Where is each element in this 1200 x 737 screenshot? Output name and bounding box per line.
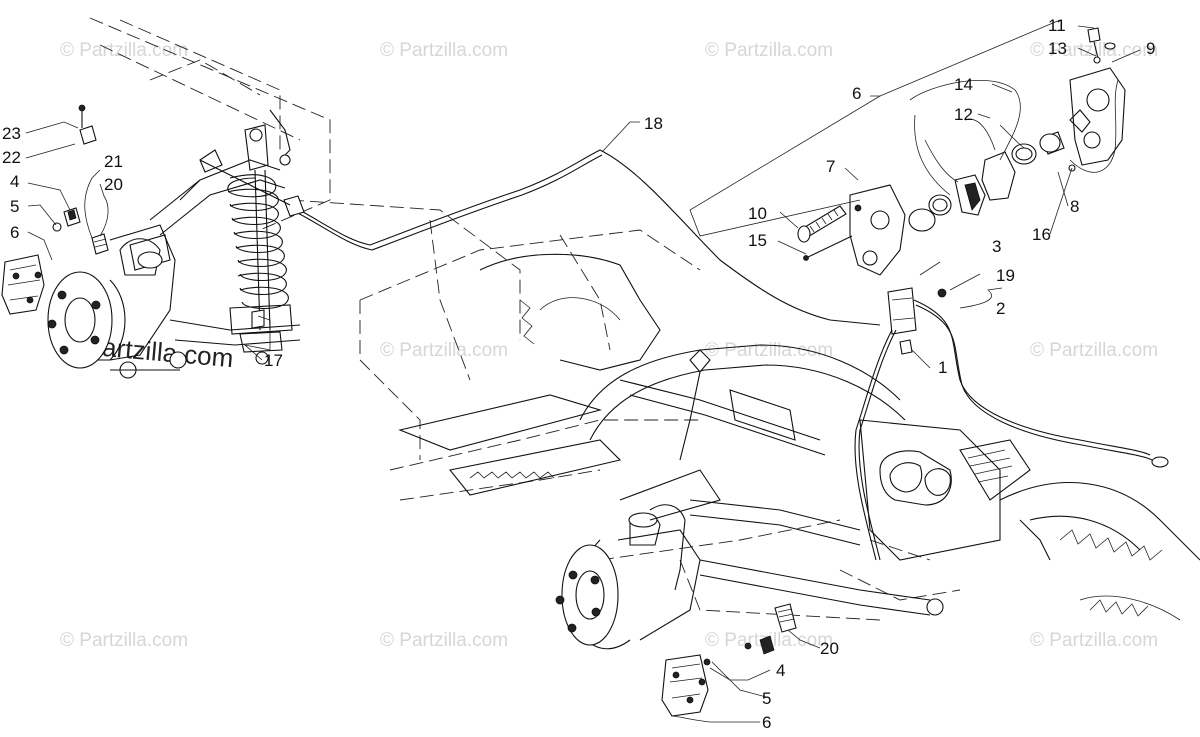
callout-21: 21 <box>104 152 123 171</box>
callout-20-left: 20 <box>104 175 123 194</box>
watermark: © Partzilla.com <box>705 40 833 61</box>
left-caliper-parts <box>1 104 265 329</box>
watermark: © Partzilla.com <box>705 340 833 361</box>
watermark: © Partzilla.com <box>60 40 188 61</box>
front-brake-caliper-lower <box>661 654 709 717</box>
callout-14: 14 <box>954 75 973 94</box>
callout-4-lower: 4 <box>776 661 785 680</box>
callout-5-lower: 5 <box>762 689 771 708</box>
watermark: © Partzilla.com <box>380 630 508 651</box>
callout-20-lower: 20 <box>820 639 839 658</box>
callout-9: 9 <box>1146 39 1155 58</box>
callout-3: 3 <box>992 237 1001 256</box>
caliper-exploded-view <box>797 27 1126 276</box>
callout-11: 11 <box>1048 16 1066 35</box>
junction-block <box>854 287 1169 561</box>
brake-line <box>199 149 881 326</box>
atv-body <box>398 253 1200 621</box>
callout-10: 10 <box>748 204 767 223</box>
coil-shock <box>227 109 293 365</box>
callout-22: 22 <box>2 148 21 167</box>
front-hub-assembly <box>555 349 721 650</box>
callout-8: 8 <box>1070 197 1079 216</box>
left-hub-assembly <box>47 149 301 379</box>
callout-19: 19 <box>996 266 1015 285</box>
callout-6-lower: 6 <box>762 713 771 732</box>
callout-4-left: 4 <box>10 172 19 191</box>
callout-7: 7 <box>826 157 835 176</box>
callout-18: 18 <box>644 114 663 133</box>
watermark: © Partzilla.com <box>1030 340 1158 361</box>
watermark: © Partzilla.com <box>380 40 508 61</box>
callout-13: 13 <box>1048 39 1067 58</box>
callout-16: 16 <box>1032 225 1051 244</box>
watermark-group: © Partzilla.com © Partzilla.com © Partzi… <box>57 40 1158 651</box>
watermark: © Partzilla.com <box>380 340 508 361</box>
callout-17: 17 <box>264 351 283 370</box>
callout-2: 2 <box>996 299 1005 318</box>
watermark: © Partzilla.com <box>60 630 188 651</box>
callout-1: 1 <box>938 358 947 377</box>
callout-15: 15 <box>748 231 767 250</box>
lower-bolts <box>703 603 797 666</box>
callout-labels: 1 2 3 4 4 5 5 6 6 6 7 8 9 10 11 12 13 14… <box>2 16 1155 732</box>
atv-frame-outline <box>89 17 961 621</box>
leader-lines <box>25 19 1141 723</box>
callout-6-left: 6 <box>10 223 19 242</box>
callout-6-top: 6 <box>852 84 861 103</box>
callout-12: 12 <box>954 105 973 124</box>
callout-23: 23 <box>2 124 21 143</box>
callout-5-left: 5 <box>10 197 19 216</box>
watermark: © Partzilla.com <box>1030 630 1158 651</box>
